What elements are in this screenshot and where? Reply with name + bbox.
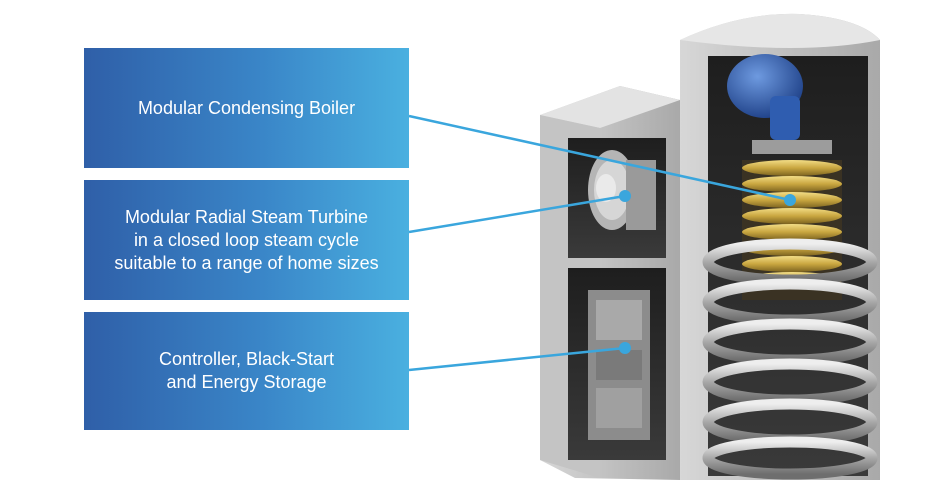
callout-line: suitable to a range of home sizes (114, 252, 379, 273)
leader-dot-turbine (619, 190, 631, 202)
callout-line: Controller, Black-Start (158, 349, 335, 369)
leader-line-boiler (408, 114, 791, 202)
steam-turbine (588, 150, 656, 230)
leader-line-controller (408, 346, 626, 372)
leader-line-turbine (408, 194, 626, 234)
callout-condensing-boiler: Modular Condensing Boiler (84, 48, 409, 168)
leader-lines (408, 114, 796, 372)
callout-steam-turbine: Modular Radial Steam Turbine in a closed… (84, 180, 409, 300)
controller-unit (588, 290, 650, 440)
leader-dot-controller (619, 342, 631, 354)
callout-line: Modular Radial Steam Turbine (124, 206, 369, 227)
callout-line: and Energy Storage (166, 372, 327, 392)
callout-line: in a closed loop steam cycle (133, 229, 360, 250)
callout-line: Modular Condensing Boiler (137, 97, 356, 118)
steam-pipe-coils (702, 238, 878, 480)
burner-blower (727, 54, 832, 154)
callout-controller-storage: Controller, Black-Start and Energy Stora… (84, 312, 409, 430)
leader-dot-boiler (784, 194, 796, 206)
